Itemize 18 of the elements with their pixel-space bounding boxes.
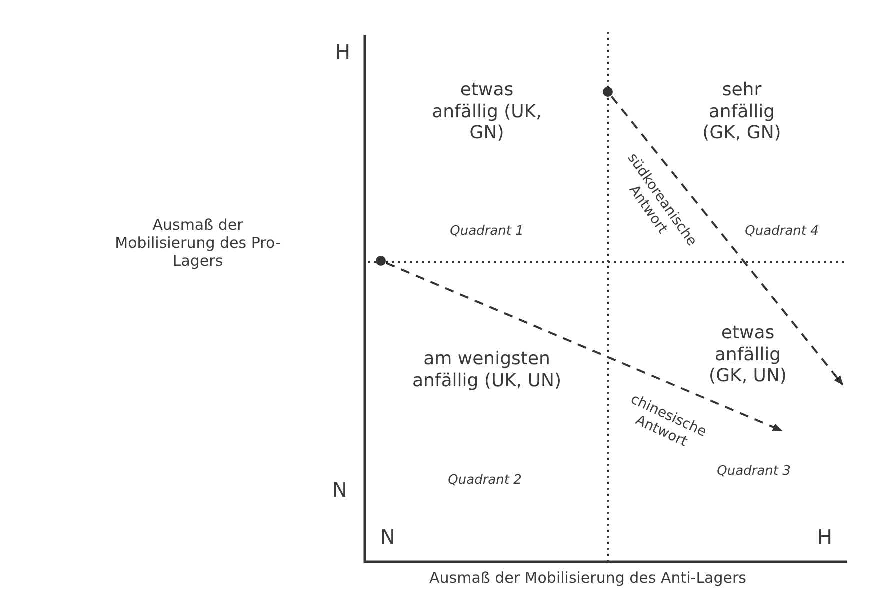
quadrant-text: sehr anfällig (GK, GN) bbox=[702, 80, 782, 144]
quadrant-text: etwas anfällig (UK, GN) bbox=[432, 80, 542, 144]
axis-letter: H bbox=[334, 40, 352, 64]
dot bbox=[376, 256, 386, 266]
axis-title: Ausmaß der Mobilisierung des Anti-Lagers bbox=[428, 569, 748, 587]
axis-letter: N bbox=[332, 478, 348, 502]
axis-letter: N bbox=[380, 525, 396, 549]
quadrant-text: am wenigsten anfällig (UK, UN) bbox=[411, 348, 563, 392]
arrow bbox=[610, 96, 844, 386]
axis-letter: H bbox=[816, 525, 834, 549]
quadrant-name: Quadrant 3 bbox=[716, 464, 792, 480]
axis-title: Ausmaß der Mobilisierung des Pro-Lagers bbox=[114, 216, 282, 270]
arrow bbox=[386, 262, 783, 432]
quadrant-name: Quadrant 1 bbox=[449, 224, 525, 240]
dot bbox=[603, 87, 613, 97]
quadrant-name: Quadrant 2 bbox=[447, 473, 523, 489]
quadrant-text: etwas anfällig (GK, UN) bbox=[708, 322, 788, 388]
quadrant-name: Quadrant 4 bbox=[744, 224, 820, 240]
